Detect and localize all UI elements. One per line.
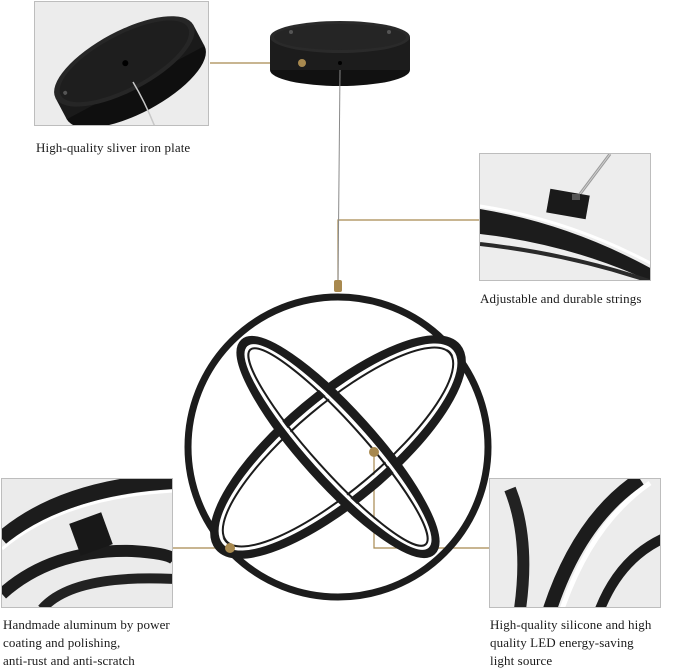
canopy-pointer-dot bbox=[298, 59, 306, 67]
caption-led-line-3: light source bbox=[490, 653, 553, 668]
inset-led bbox=[489, 478, 661, 608]
outer-ring bbox=[184, 293, 492, 601]
caption-iron-plate: High-quality sliver iron plate bbox=[36, 140, 191, 155]
joint-pointer-dot-right bbox=[369, 447, 379, 457]
strings-photo bbox=[480, 154, 650, 280]
caption-aluminum-line-3: anti-rust and anti-scratch bbox=[3, 653, 135, 668]
caption-led: High-quality silicone and high quality L… bbox=[490, 616, 652, 670]
inner-ring-a bbox=[210, 335, 466, 559]
wire-connector bbox=[334, 280, 342, 292]
inset-strings bbox=[479, 153, 651, 281]
iron-plate-photo bbox=[35, 2, 208, 125]
led-photo bbox=[490, 479, 660, 607]
inner-ring-b bbox=[236, 336, 440, 558]
inset-iron-plate bbox=[34, 1, 209, 126]
leader-line-strings bbox=[337, 219, 480, 283]
hanging-wire bbox=[337, 69, 341, 284]
caption-aluminum: Handmade aluminum by power coating and p… bbox=[3, 616, 170, 670]
caption-aluminum-line-1: Handmade aluminum by power bbox=[3, 617, 170, 632]
caption-aluminum-line-2: coating and polishing, bbox=[3, 635, 121, 650]
inset-aluminum bbox=[1, 478, 173, 608]
joint-pointer-dot-left bbox=[225, 543, 235, 553]
caption-led-line-1: High-quality silicone and high bbox=[490, 617, 652, 632]
caption-strings: Adjustable and durable strings bbox=[480, 291, 642, 306]
caption-led-line-2: quality LED energy-saving bbox=[490, 635, 634, 650]
aluminum-photo bbox=[2, 479, 172, 607]
